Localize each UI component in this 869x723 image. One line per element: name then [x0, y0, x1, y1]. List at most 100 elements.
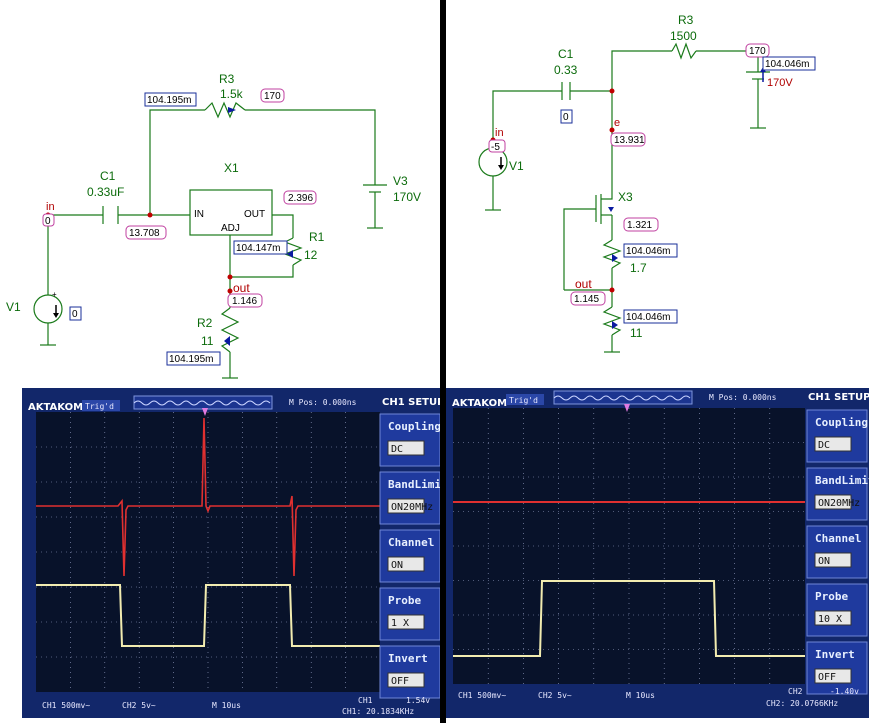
r-bot-value: 11 [630, 326, 643, 340]
ch2-trace [453, 580, 805, 657]
menu-title: CH1 SETUP [382, 397, 440, 408]
menu-item-value-box[interactable] [814, 610, 852, 626]
m-pos: M Pos: 0.000ns [709, 393, 777, 402]
menu-item-value-box[interactable] [387, 498, 425, 514]
v-source-value: 170V [767, 77, 793, 89]
left-schematic-drawing: + R3 1.5k 104.195m 170 X1 IN OUT ADJ C1 … [6, 72, 421, 379]
node-x1-in: 13.708 [129, 228, 160, 239]
r1-name: R1 [309, 230, 325, 244]
menu-item[interactable] [806, 467, 868, 521]
trigger-level: 1.54v [406, 696, 430, 705]
brand: AKTAKOM [28, 402, 83, 413]
r2-current: 104.195m [169, 354, 213, 365]
ch1-scale: CH1 500mv~ [42, 701, 90, 710]
ch2-scale: CH2 5v~ [538, 691, 572, 700]
v1-current: 0 [72, 309, 78, 320]
ch1-trace [36, 417, 380, 577]
menu-item[interactable] [379, 587, 440, 641]
r-bot-current: 104.046m [626, 312, 670, 323]
menu-item-value-box[interactable] [387, 440, 425, 456]
menu-item-value: 1 X [391, 618, 409, 629]
r-mid-value: 1.7 [630, 261, 647, 275]
ch1-scale: CH1 500mv~ [458, 691, 506, 700]
menu-item-value-box[interactable] [814, 552, 852, 568]
menu-item[interactable] [806, 525, 868, 579]
in-label: in [495, 127, 504, 139]
brand: AKTAKOM [452, 398, 507, 409]
c1-current: 0 [563, 112, 569, 123]
x1-in-pin: IN [194, 209, 204, 220]
v-source-current: 104.046m [765, 59, 809, 70]
r3-value: 1.5k [220, 87, 244, 101]
in-node: -5 [491, 142, 500, 153]
right-schematic-drawing: R3 1500 170 C1 0.33 0 104.046m 170V in -… [478, 13, 816, 353]
r2-name: R2 [197, 316, 213, 330]
menu-item-value-box[interactable] [814, 494, 852, 510]
menu-item[interactable] [379, 645, 440, 699]
menu-item[interactable] [806, 583, 868, 637]
menu-item[interactable] [806, 641, 868, 695]
c1-value: 0.33uF [87, 185, 124, 199]
menu-item-label: Coupling [815, 416, 868, 429]
scope-right: AKTAKOM Trig'd M Pos: 0.000ns CH1 SETUP … [446, 388, 869, 718]
menu-item[interactable] [806, 409, 868, 463]
menu-item-value-box[interactable] [387, 614, 425, 630]
out-node-voltage: 2.396 [288, 193, 313, 204]
menu-item[interactable] [379, 471, 440, 525]
menu-item-value: ON [391, 560, 403, 571]
trigger-source: CH1 [358, 696, 373, 705]
menu-item-value: ON20MHz [391, 502, 433, 513]
out-label: out [575, 277, 592, 291]
menu-item-value-box[interactable] [814, 668, 852, 684]
out-label: out [233, 281, 250, 295]
r3-current: 104.195m [147, 95, 191, 106]
scope-left: AKTAKOM Trig'd M Pos: 0.000ns CH1 SETUP … [22, 388, 440, 718]
menu-title: CH1 SETUP [808, 392, 869, 403]
r1-current: 104.147m [236, 243, 280, 254]
menu-item-label: Invert [388, 652, 428, 665]
x1-name: X1 [224, 161, 239, 175]
menu-item-label: BandLimit [388, 478, 440, 491]
frequency: CH2: 20.0766KHz [766, 699, 838, 708]
v1-name: V1 [6, 300, 21, 314]
r1-value: 12 [304, 248, 318, 262]
in-node: 0 [45, 216, 51, 227]
r3-value: 1500 [670, 29, 697, 43]
menu-item-value-box[interactable] [814, 436, 852, 452]
frequency: CH1: 20.1834KHz [342, 707, 414, 716]
scope-left-display: AKTAKOM Trig'd M Pos: 0.000ns CH1 SETUP … [22, 388, 440, 718]
x1-adj-pin: ADJ [221, 223, 240, 234]
menu-item-label: Coupling [388, 420, 440, 433]
v1-name: V1 [509, 159, 524, 173]
right-schematic: R3 1500 170 C1 0.33 0 104.046m 170V in -… [446, 0, 869, 388]
x3-node: 1.321 [627, 220, 652, 231]
in-label: in [46, 201, 55, 213]
out-node: 1.146 [232, 296, 257, 307]
menu-item-value: ON20MHz [818, 498, 860, 509]
menu-item[interactable] [379, 413, 440, 467]
r3-name: R3 [678, 13, 694, 27]
c1-name: C1 [558, 47, 574, 61]
menu-item-label: Probe [815, 590, 848, 603]
menu-item-value-box[interactable] [387, 556, 425, 572]
r3-node: 170 [749, 46, 766, 57]
ch2-trace [36, 584, 380, 647]
menu-item-label: Channel [815, 532, 861, 545]
menu-item-label: Probe [388, 594, 421, 607]
svg-text:+: + [52, 290, 57, 299]
time-base: M 10us [212, 701, 241, 710]
trigger-source: CH2 [788, 687, 803, 696]
r2-value: 11 [201, 334, 214, 348]
ch2-scale: CH2 5v~ [122, 701, 156, 710]
menu-item-value: ON [818, 556, 830, 567]
menu-item-label: Invert [815, 648, 855, 661]
menu-item-value: 10 X [818, 614, 842, 625]
c1-name: C1 [100, 169, 116, 183]
divider [440, 0, 446, 723]
time-base: M 10us [626, 691, 655, 700]
menu-item-value-box[interactable] [387, 672, 425, 688]
trigger-status: Trig'd [85, 402, 114, 411]
menu-item[interactable] [379, 529, 440, 583]
menu-item-value: OFF [818, 672, 836, 683]
